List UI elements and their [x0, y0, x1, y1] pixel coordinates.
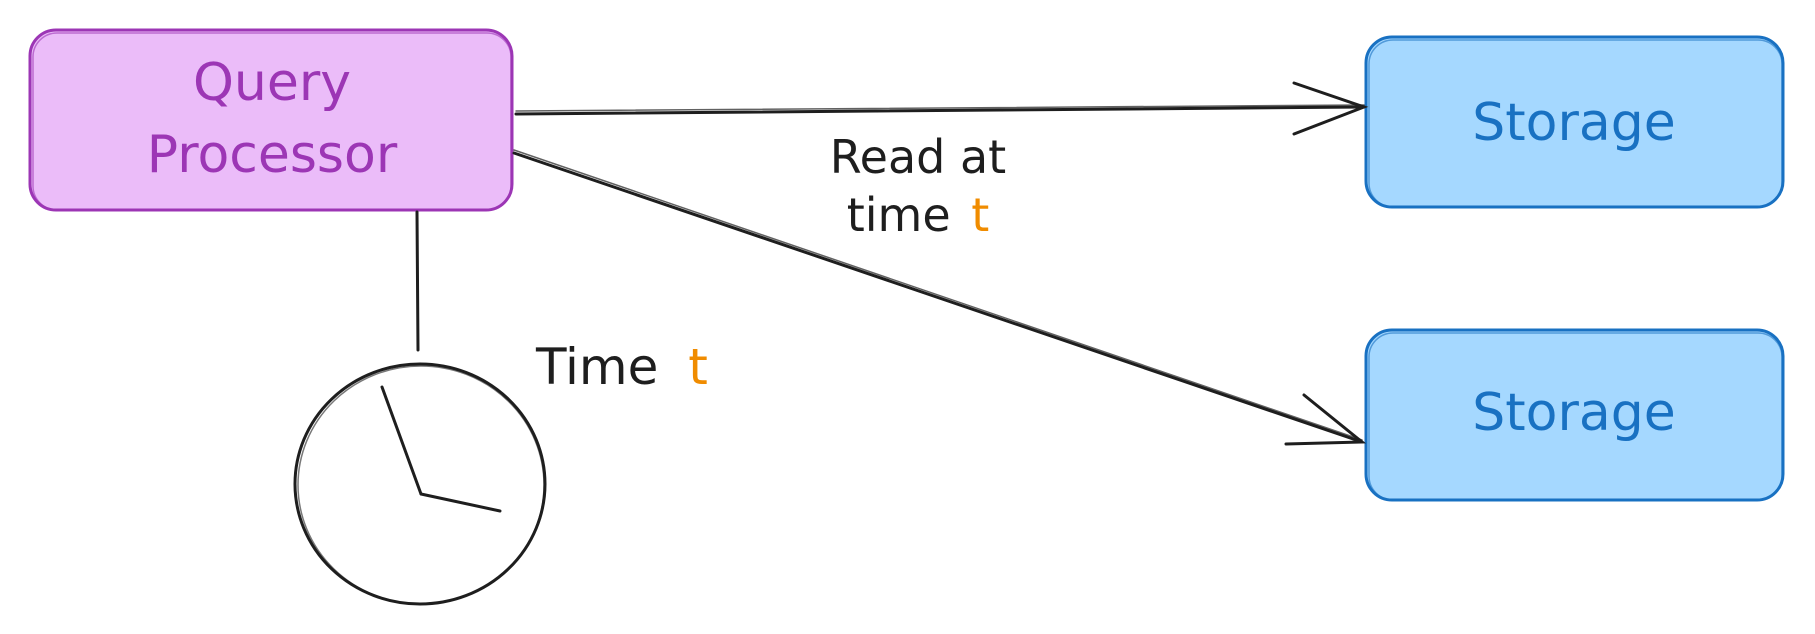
read-label-variable: t — [971, 188, 989, 242]
storage-bottom-label: Storage — [1472, 383, 1675, 443]
arrow-to-storage-top — [514, 81, 1369, 136]
query-processor-label-line1: Query — [193, 53, 351, 113]
clock-icon — [293, 362, 547, 606]
storage-node-top[interactable]: Storage — [1364, 35, 1785, 209]
storage-node-bottom[interactable]: Storage — [1364, 328, 1785, 502]
clock-label-prefix: Time — [535, 338, 658, 396]
svg-text:Time t: Time t — [535, 338, 708, 396]
read-at-time-label: Read at time t — [830, 130, 1006, 242]
storage-top-label: Storage — [1472, 93, 1675, 153]
read-label-line2-prefix: time — [847, 188, 951, 242]
processor-clock-connector — [415, 210, 420, 352]
clock-time-label: Time t — [535, 338, 708, 396]
svg-text:time t: time t — [847, 188, 990, 242]
clock-label-variable: t — [688, 338, 708, 396]
query-processor-label-line2: Processor — [147, 125, 398, 185]
read-label-line1: Read at — [830, 130, 1006, 184]
query-processor-node[interactable]: Query Processor — [28, 28, 514, 212]
arrow-to-storage-bottom — [512, 149, 1367, 446]
